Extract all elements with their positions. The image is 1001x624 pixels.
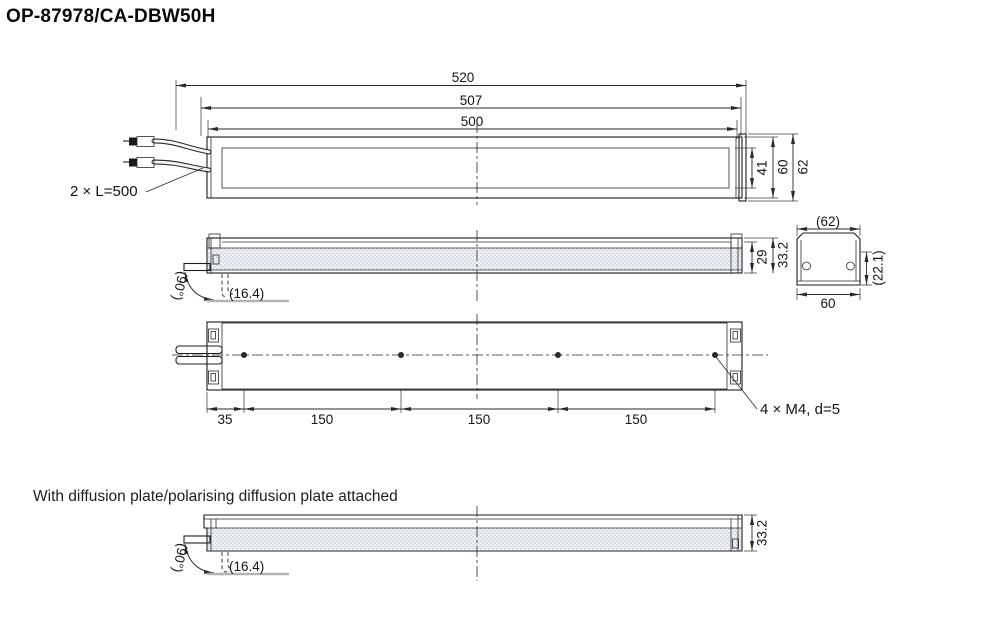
mounting-hole xyxy=(802,261,811,271)
latch-detail xyxy=(212,254,220,265)
flat-cable xyxy=(175,345,223,355)
mounting-clip xyxy=(208,370,219,385)
mounting-clip xyxy=(730,328,741,343)
mounting-clip xyxy=(208,328,219,343)
dim-33-2-diffusion-label: 33.2 xyxy=(755,520,770,546)
cable xyxy=(152,160,211,172)
back-view: 35 150 150 150 4 × M4, d=5 xyxy=(172,314,840,427)
dim-150-label-3: 150 xyxy=(625,412,648,427)
light-unit-body xyxy=(206,136,743,199)
dim-29-label: 29 xyxy=(755,249,770,264)
dim-520-label: 520 xyxy=(452,70,475,85)
dim-33-2-label: 33.2 xyxy=(776,242,791,268)
dim-60b-label: 60 xyxy=(820,296,835,311)
hidden-cable-line xyxy=(227,552,234,570)
clip-slot xyxy=(210,373,216,382)
dim-60-label: 60 xyxy=(776,159,791,174)
bend-angle-arc xyxy=(184,543,215,574)
clip-slot xyxy=(210,331,216,340)
crimp-terminal xyxy=(123,136,155,147)
dim-150-label-1: 150 xyxy=(311,412,334,427)
diffusion-caption: With diffusion plate/polarising diffusio… xyxy=(33,488,398,505)
mounting-clip xyxy=(208,233,221,249)
dim-62-label: 62 xyxy=(796,159,811,174)
dim-507-label: 507 xyxy=(460,93,483,108)
leader-line xyxy=(145,167,204,193)
dim-22-1-label: (22.1) xyxy=(871,250,886,285)
dim-90deg-diffusion-label: (90°) xyxy=(170,542,191,574)
mounting-hole-label: 4 × M4, d=5 xyxy=(760,401,840,418)
mounting-hole xyxy=(398,352,404,358)
mounting-clip xyxy=(730,370,741,385)
dim-16-4-label: (16.4) xyxy=(229,286,264,301)
clip-slot xyxy=(732,331,738,340)
dim-150-label-2: 150 xyxy=(468,412,491,427)
lens-window xyxy=(221,147,730,189)
side-view: (90°) (16.4) 29 33.2 xyxy=(170,230,791,303)
hidden-cable-line xyxy=(221,274,228,298)
page-title: OP-87978/CA-DBW50H xyxy=(6,6,216,27)
cable-exit xyxy=(183,535,211,544)
end-view: (62) (22.1) 60 xyxy=(796,214,886,311)
flat-cable xyxy=(175,355,223,365)
cable-length-label: 2 × L=500 xyxy=(70,183,138,200)
dim-90deg-label: (90°) xyxy=(170,270,191,302)
dim-62p-label: (62) xyxy=(816,214,840,229)
dim-16-4-diffusion-label: (16.4) xyxy=(229,559,264,574)
mounting-flange xyxy=(738,133,747,202)
dim-35-label: 35 xyxy=(217,412,232,427)
front-view: 520 507 500 xyxy=(70,70,811,205)
back-body xyxy=(206,321,743,391)
bend-angle-arc xyxy=(184,271,215,301)
crimp-terminal xyxy=(123,157,155,168)
side-body-fill xyxy=(208,248,741,270)
dim-500-label: 500 xyxy=(461,114,484,129)
mounting-hole xyxy=(712,352,718,358)
back-body-fill xyxy=(221,322,728,390)
hidden-cable-line xyxy=(227,274,234,295)
leader-line xyxy=(715,356,758,410)
mounting-clip xyxy=(730,233,743,249)
diffusion-view: (90°) (16.4) 33.2 xyxy=(170,506,770,581)
end-body xyxy=(796,232,861,286)
cable-exit xyxy=(183,262,211,272)
mounting-hole xyxy=(241,352,247,358)
side-body xyxy=(206,237,743,274)
diffusion-body-fill xyxy=(208,528,741,550)
mounting-hole xyxy=(555,352,561,358)
latch-detail xyxy=(732,538,739,549)
cable xyxy=(152,139,211,154)
hidden-cable-line xyxy=(221,552,228,573)
dim-41-label: 41 xyxy=(755,160,770,175)
mounting-hole xyxy=(846,261,855,271)
